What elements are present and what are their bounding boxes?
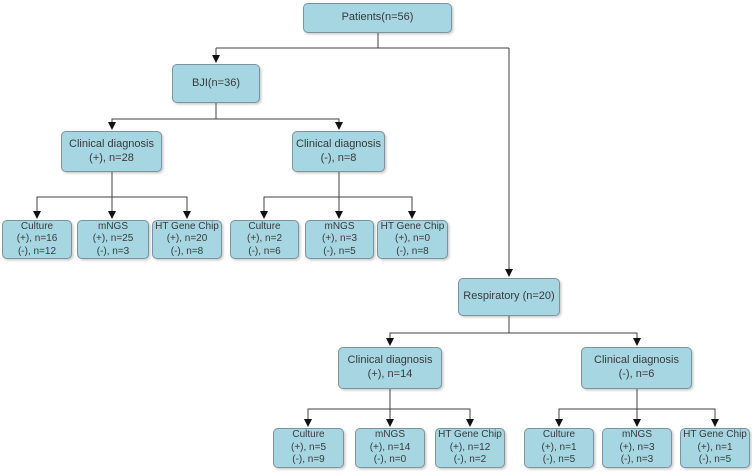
node-negative-count: (-), n=0 bbox=[373, 454, 407, 466]
node-positive-count: (+), n=16 bbox=[16, 233, 58, 245]
node-negative-count: (-), n=12 bbox=[17, 245, 57, 257]
node-patients-label: Patients(n=56) bbox=[341, 11, 414, 24]
node-bji: BJI(n=36) bbox=[172, 64, 260, 103]
node-positive-count: (+), n=25 bbox=[92, 233, 134, 245]
node-bji-pos-mngs: mNGS (+), n=25 (-), n=3 bbox=[77, 220, 149, 259]
node-respiratory: Respiratory (n=20) bbox=[458, 278, 560, 316]
connector-bji-pos-to-culture bbox=[33, 196, 112, 219]
node-count: (-), n=8 bbox=[320, 151, 357, 164]
node-negative-count: (-), n=9 bbox=[292, 454, 325, 466]
connector-resp-pos-to-culture bbox=[304, 408, 390, 427]
connector-bji-neg-to-culture bbox=[260, 196, 339, 219]
node-bji-neg-mngs: mNGS (+), n=3 (-), n=5 bbox=[305, 220, 374, 259]
node-count: (+), n=14 bbox=[367, 368, 413, 380]
node-label: Clinical diagnosis bbox=[347, 354, 433, 367]
node-positive-count: (+), n=20 bbox=[166, 233, 208, 245]
node-negative-count: (-), n=5 bbox=[698, 454, 732, 466]
node-resp-clinical-positive: Clinical diagnosis (+), n=14 bbox=[338, 347, 442, 389]
connector-patients-split bbox=[216, 33, 509, 49]
node-negative-count: (-), n=3 bbox=[96, 245, 130, 257]
node-resp-neg-ht-gene-chip: HT Gene Chip (+), n=1 (-), n=5 bbox=[680, 428, 750, 468]
node-negative-count: (-), n=6 bbox=[248, 245, 281, 257]
connector-bji-pos-to-htgc bbox=[112, 196, 191, 219]
node-bji-clinical-positive: Clinical diagnosis (+), n=28 bbox=[61, 131, 162, 172]
connector-resp-to-clin-pos bbox=[386, 332, 509, 346]
node-positive-count: (+), n=1 bbox=[697, 441, 733, 453]
node-negative-count: (-), n=5 bbox=[542, 454, 576, 466]
connector-resp-to-clin-neg bbox=[509, 332, 641, 346]
node-negative-count: (-), n=3 bbox=[620, 454, 654, 466]
node-label: mNGS bbox=[98, 220, 128, 232]
node-resp-neg-mngs: mNGS (+), n=3 (-), n=3 bbox=[602, 428, 672, 468]
node-negative-count: (-), n=2 bbox=[453, 454, 487, 466]
node-patients: Patients(n=56) bbox=[303, 3, 452, 33]
node-label: mNGS bbox=[324, 220, 355, 232]
node-negative-count: (-), n=8 bbox=[170, 245, 204, 257]
node-negative-count: (-), n=5 bbox=[323, 245, 356, 257]
node-label: Culture bbox=[20, 220, 54, 232]
connector-resp-neg-to-htgc bbox=[637, 408, 719, 427]
node-count: (+), n=28 bbox=[89, 151, 134, 164]
node-label: Culture bbox=[292, 429, 325, 441]
node-positive-count: (+), n=3 bbox=[619, 441, 655, 453]
node-bji-neg-ht-gene-chip: HT Gene Chip (+), n=0 (-), n=8 bbox=[377, 220, 448, 259]
node-negative-count: (-), n=8 bbox=[396, 245, 429, 257]
node-label: Clinical diagnosis bbox=[69, 137, 154, 150]
node-positive-count: (+), n=3 bbox=[321, 233, 358, 245]
node-count: (-), n=6 bbox=[618, 368, 655, 380]
node-positive-count: (+), n=2 bbox=[246, 233, 283, 245]
connector-bji-neg-to-htgc bbox=[339, 196, 416, 219]
node-label: Culture bbox=[542, 429, 576, 441]
connector-bji-to-clin-pos bbox=[108, 118, 216, 130]
node-resp-neg-culture: Culture (+), n=1 (-), n=5 bbox=[524, 428, 594, 468]
node-label: Clinical diagnosis bbox=[594, 354, 679, 367]
node-label: HT Gene Chip bbox=[438, 429, 502, 441]
node-positive-count: (+), n=14 bbox=[369, 441, 411, 453]
node-positive-count: (+), n=1 bbox=[541, 441, 577, 453]
node-respiratory-label: Respiratory (n=20) bbox=[463, 290, 555, 303]
node-label: HT Gene Chip bbox=[380, 220, 445, 232]
node-resp-pos-ht-gene-chip: HT Gene Chip (+), n=12 (-), n=2 bbox=[435, 428, 505, 468]
node-bji-pos-culture: Culture (+), n=16 (-), n=12 bbox=[2, 220, 72, 259]
node-label: Culture bbox=[248, 220, 281, 232]
node-label: mNGS bbox=[375, 429, 405, 441]
node-label: mNGS bbox=[622, 429, 652, 441]
node-bji-neg-culture: Culture (+), n=2 (-), n=6 bbox=[230, 220, 299, 259]
node-label: HT Gene Chip bbox=[683, 429, 747, 441]
node-bji-pos-ht-gene-chip: HT Gene Chip (+), n=20 (-), n=8 bbox=[152, 220, 222, 259]
node-resp-pos-mngs: mNGS (+), n=14 (-), n=0 bbox=[355, 428, 425, 468]
node-resp-clinical-negative: Clinical diagnosis (-), n=6 bbox=[581, 347, 692, 389]
node-positive-count: (+), n=12 bbox=[449, 441, 491, 453]
node-positive-count: (+), n=0 bbox=[394, 233, 431, 245]
node-positive-count: (+), n=5 bbox=[290, 441, 327, 453]
node-bji-label: BJI(n=36) bbox=[192, 76, 240, 89]
connector-resp-pos-to-htgc bbox=[390, 408, 474, 427]
node-label: Clinical diagnosis bbox=[296, 137, 381, 150]
connector-bji-to-clin-neg bbox=[216, 118, 343, 130]
node-label: HT Gene Chip bbox=[155, 220, 219, 232]
connector-resp-neg-to-culture bbox=[555, 408, 637, 427]
node-resp-pos-culture: Culture (+), n=5 (-), n=9 bbox=[273, 428, 344, 468]
node-bji-clinical-negative: Clinical diagnosis (-), n=8 bbox=[292, 131, 385, 172]
